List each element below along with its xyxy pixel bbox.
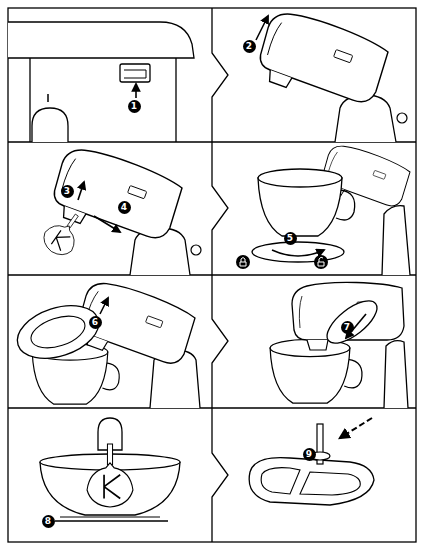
callout-number: 6 [89, 316, 102, 329]
lock-icon [236, 255, 250, 269]
mixing-bowl [258, 169, 355, 236]
release-lever [120, 64, 150, 82]
paddle-cutout [261, 468, 360, 495]
speed-knob [32, 108, 68, 142]
head-underside [8, 22, 194, 58]
bowl-foot [60, 517, 160, 518]
mixer-pillar [335, 95, 396, 142]
lever-detail [124, 70, 146, 78]
callout-number: 5 [284, 232, 297, 245]
callout-number: 4 [118, 201, 131, 214]
indicator-mark [47, 94, 49, 102]
bowl-base-line [55, 520, 168, 521]
unlock-icon [314, 255, 328, 269]
callout-number: 9 [303, 448, 316, 461]
column-chevron [212, 8, 228, 542]
callout-number: 3 [61, 185, 74, 198]
splash-guard-opening [27, 310, 89, 354]
callout-number: 1 [128, 100, 141, 113]
spanner-arrow [340, 418, 372, 438]
bowl-base [252, 242, 344, 262]
push-arrow [135, 84, 137, 98]
speed-knob [191, 245, 201, 255]
callout-number: 8 [42, 515, 55, 528]
mixer-head [70, 275, 198, 377]
mixer-pillar [382, 206, 410, 275]
lift-arrow [256, 16, 268, 40]
mixer-head [292, 282, 404, 350]
callout-number: 7 [341, 321, 354, 334]
mixer-pillar [384, 341, 408, 408]
beater-paddle [249, 458, 374, 505]
k-beater [38, 206, 90, 261]
pillar-edge [30, 58, 176, 142]
twist-arrow [272, 250, 324, 256]
splash-guard [11, 296, 106, 368]
mixer-head [251, 5, 392, 117]
splash-guard [320, 293, 383, 350]
k-beater [87, 444, 133, 507]
push-up-arrow [78, 182, 84, 200]
speed-knob [397, 113, 407, 123]
callout-number: 2 [243, 40, 256, 53]
fit-arrow [100, 298, 108, 314]
pull-arrow [94, 216, 120, 232]
unlock-symbol [318, 257, 324, 266]
lock-symbol [240, 258, 246, 267]
